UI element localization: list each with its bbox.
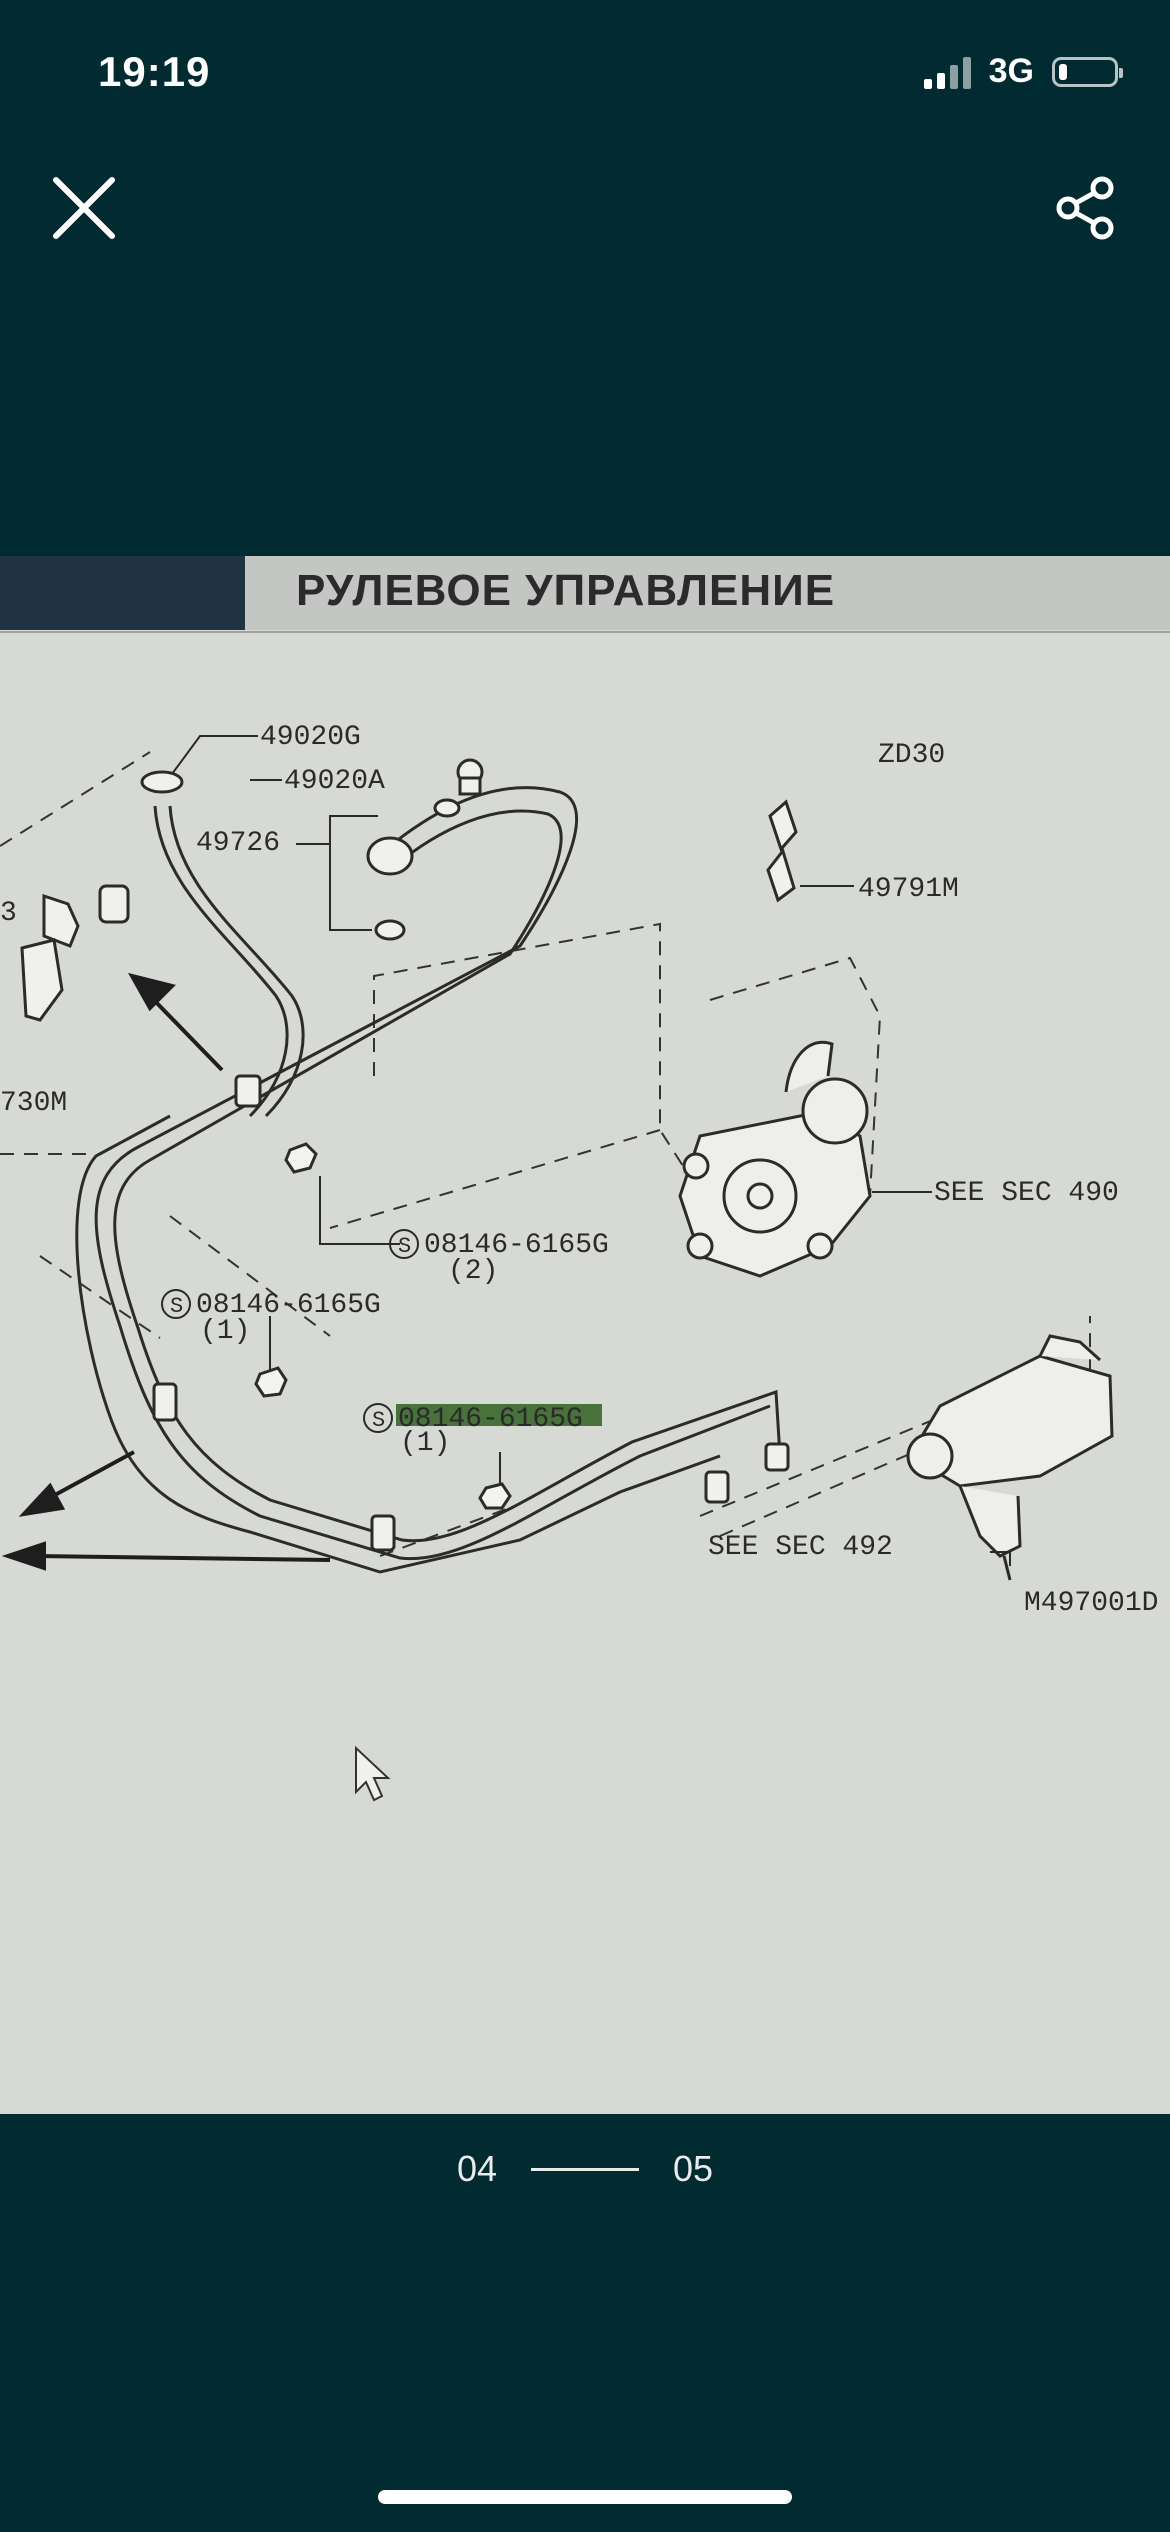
label-drawing-no: M497001D bbox=[1024, 1588, 1158, 1619]
label-49020A: 49020A bbox=[284, 766, 385, 797]
parts-diagram: S S S 49020G 49020A 49726 ZD30 49791M 3 … bbox=[0, 631, 1170, 1802]
svg-text:S: S bbox=[372, 1408, 385, 1433]
label-see-sec-490: SEE SEC 490 bbox=[934, 1178, 1119, 1209]
page-next[interactable]: 05 bbox=[673, 2148, 714, 2189]
label-bolt-1-qty: (1) bbox=[200, 1316, 250, 1347]
label-49791M: 49791M bbox=[858, 874, 959, 905]
label-bolt-2-qty: (2) bbox=[448, 1256, 498, 1287]
label-bolt-2: 08146-6165G bbox=[424, 1230, 609, 1261]
network-type: 3G bbox=[988, 52, 1034, 90]
label-49726: 49726 bbox=[196, 828, 280, 859]
label-730M: 730M bbox=[0, 1088, 67, 1119]
signal-icon bbox=[923, 55, 971, 89]
label-see-sec-492: SEE SEC 492 bbox=[708, 1532, 893, 1563]
label-engine: ZD30 bbox=[878, 740, 945, 771]
label-49020G: 49020G bbox=[260, 722, 361, 753]
page-divider bbox=[531, 2167, 639, 2171]
label-3: 3 bbox=[0, 898, 17, 929]
status-indicators: 3G bbox=[923, 52, 1123, 91]
label-bolt-3: 08146-6165G bbox=[398, 1404, 583, 1435]
cursor-icon bbox=[355, 1745, 391, 1802]
home-indicator[interactable] bbox=[378, 2490, 792, 2504]
photo-viewer[interactable]: РУЛЕВОЕ УПРАВЛЕНИЕ bbox=[0, 556, 1170, 2114]
battery-level bbox=[1059, 63, 1067, 80]
battery-icon bbox=[1052, 56, 1123, 87]
label-bolt-1: 08146-6165G bbox=[196, 1290, 381, 1321]
diagram-title: РУЛЕВОЕ УПРАВЛЕНИЕ bbox=[296, 566, 836, 615]
label-bolt-3-qty: (1) bbox=[400, 1428, 450, 1459]
share-icon bbox=[1056, 176, 1114, 240]
close-button[interactable] bbox=[52, 176, 116, 240]
page-indicator: 04 05 bbox=[0, 2148, 1170, 2190]
svg-text:S: S bbox=[398, 1234, 411, 1259]
highlight-mark bbox=[396, 1404, 602, 1426]
svg-text:S: S bbox=[170, 1294, 183, 1319]
status-time: 19:19 bbox=[98, 48, 211, 95]
share-button[interactable] bbox=[1054, 176, 1118, 240]
photo-header-tab bbox=[0, 556, 245, 630]
page-current[interactable]: 04 bbox=[456, 2148, 497, 2189]
close-icon bbox=[53, 177, 115, 239]
